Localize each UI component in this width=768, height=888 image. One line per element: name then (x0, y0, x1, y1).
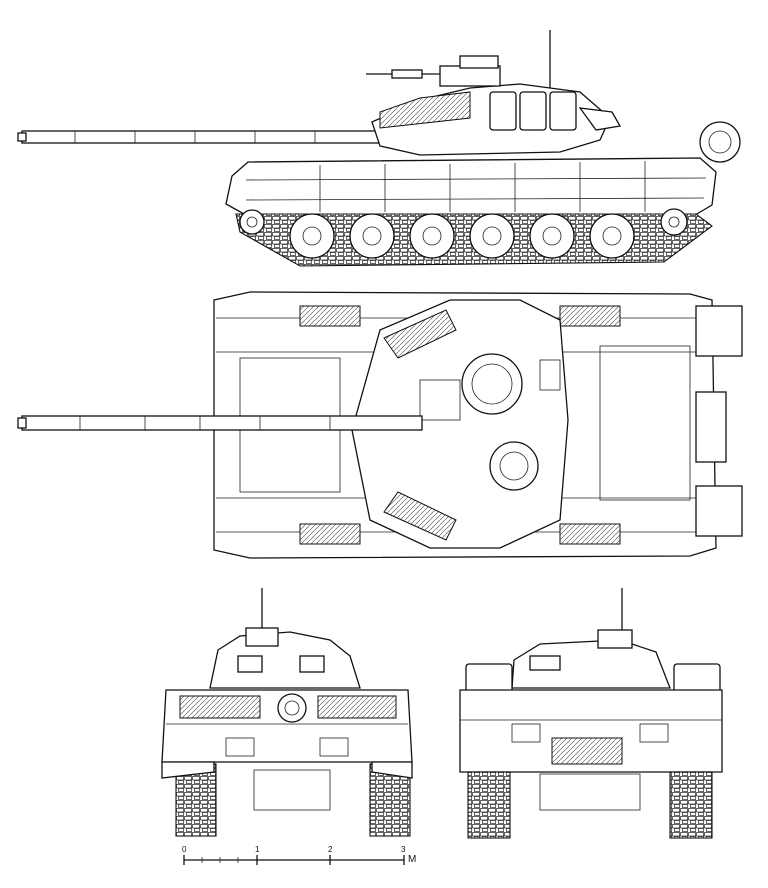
scale-tick-0: 0 (182, 845, 187, 854)
road-wheel (589, 213, 635, 259)
rear-view (459, 588, 723, 839)
road-wheel (469, 213, 515, 259)
top-turret (351, 299, 569, 549)
gun-muzzle (277, 693, 307, 723)
front-turret (209, 627, 361, 689)
road-wheel (409, 213, 455, 259)
scale-tick-1: 1 (255, 845, 260, 854)
top-gun-barrel (17, 415, 423, 431)
scale-tick-3: 3 (401, 845, 406, 854)
side-view (17, 30, 741, 267)
rear-turret (511, 629, 671, 689)
rear-right-track (669, 771, 713, 839)
idler-wheel (660, 208, 688, 236)
drive-sprocket (239, 209, 265, 235)
road-wheel (349, 213, 395, 259)
side-road-wheels (239, 208, 688, 259)
road-wheel (529, 213, 575, 259)
road-wheel (289, 213, 335, 259)
front-view (161, 588, 413, 837)
side-turret (366, 55, 622, 156)
scale-unit-label: M (408, 854, 416, 865)
scale-bar: 0 1 2 3 M (182, 845, 416, 865)
scale-tick-2: 2 (328, 845, 333, 854)
commander-cupola (461, 353, 523, 415)
rear-left-track (467, 771, 511, 839)
rear-hull (459, 689, 723, 811)
side-gun-barrel (17, 130, 383, 144)
top-view (17, 291, 743, 559)
side-hull (225, 121, 741, 219)
gunner-hatch (489, 441, 539, 491)
front-hull (161, 689, 413, 811)
